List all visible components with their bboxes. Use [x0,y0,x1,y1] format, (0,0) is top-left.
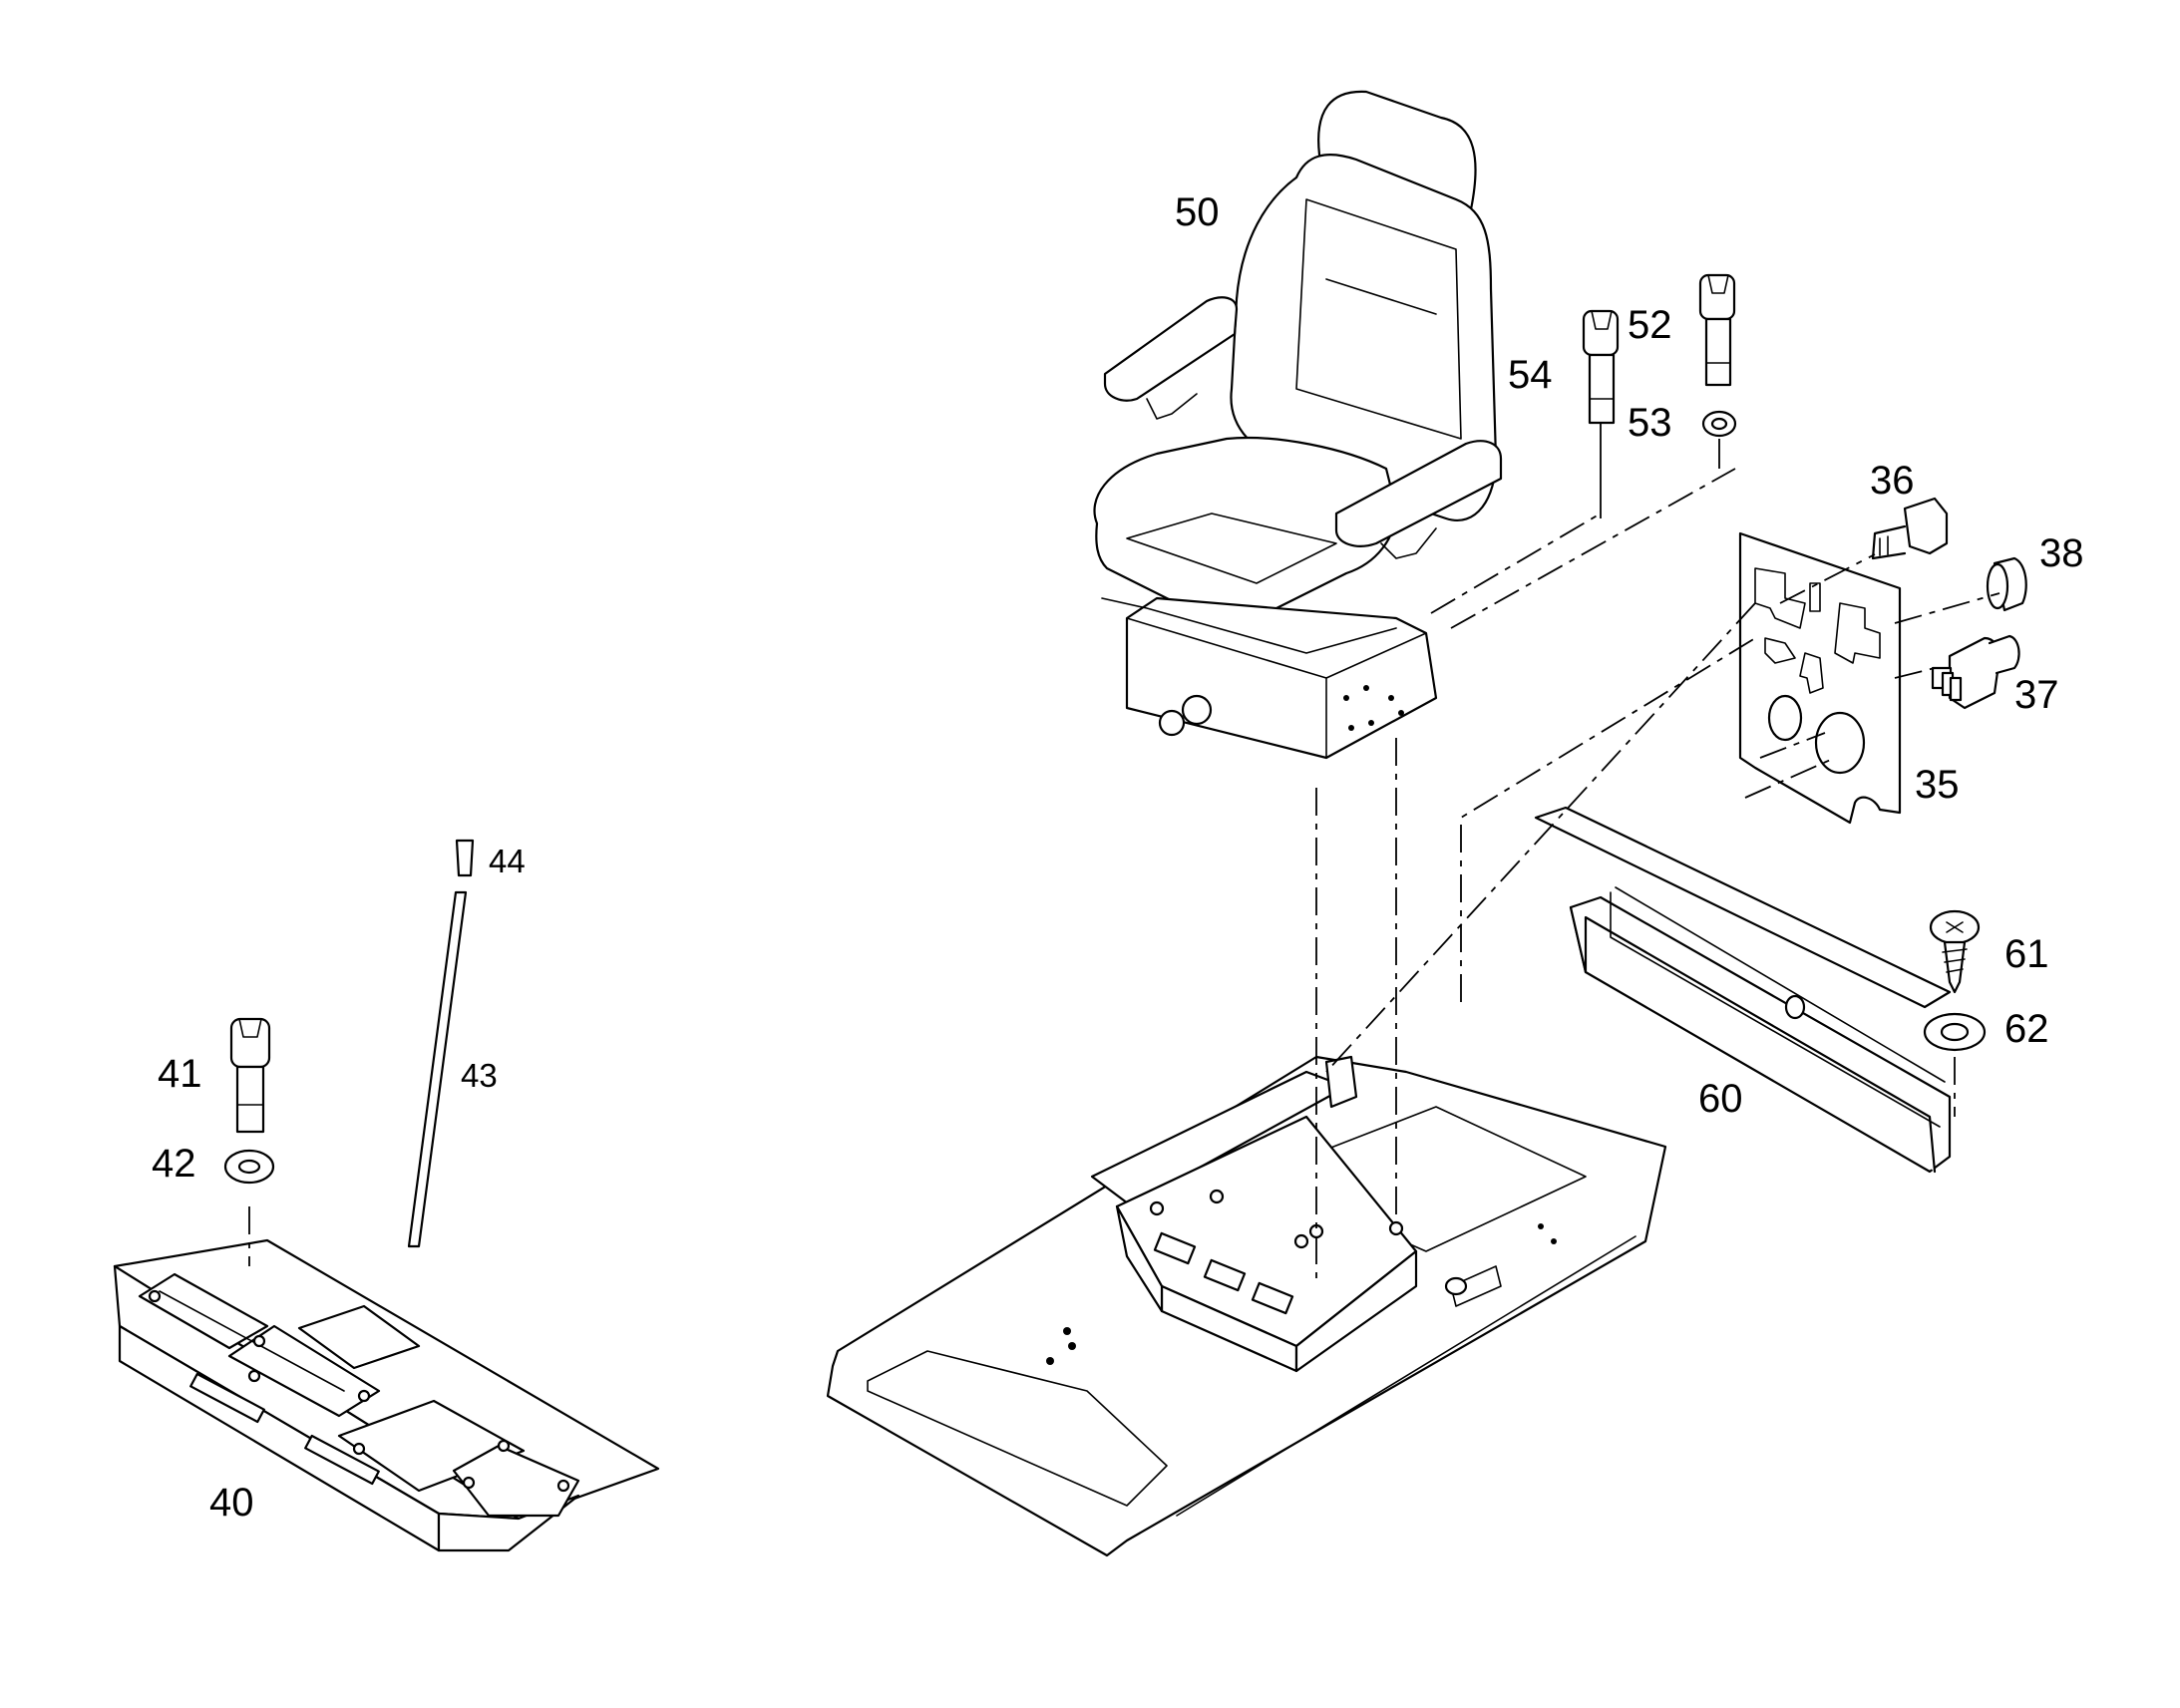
knob-44 [455,839,475,877]
channel-cover-strip [1534,806,1952,1009]
bolt-54 [1582,309,1620,425]
bracket-plate-35 [1738,531,1902,825]
label-61: 61 [2004,932,2049,976]
pedal-plate [138,1272,269,1350]
bolt-41 [229,1017,271,1134]
screw-61 [1929,909,1981,994]
rod-43 [407,890,468,1248]
label-42: 42 [152,1142,196,1186]
label-43: 43 [461,1057,498,1094]
label-36: 36 [1870,459,1915,503]
channel-60 [1534,806,1952,1174]
washer-42 [223,1149,275,1185]
label-53: 53 [1628,401,1672,445]
fitting-37 [1931,634,2020,710]
seat-adjust-knob [1181,694,1213,726]
label-41: 41 [158,1052,202,1096]
label-35: 35 [1915,763,1960,807]
part-labels: 50 52 54 53 36 38 37 35 61 62 60 44 43 4… [152,190,2084,1525]
plug-38 [1986,556,2027,612]
seat-assembly [1093,90,1503,760]
label-44: 44 [489,843,526,879]
floor-console-box [1090,1055,1418,1373]
bolt-52 [1698,273,1736,387]
label-37: 37 [2014,673,2059,717]
assembly-lines [248,424,2000,1286]
label-62: 62 [2004,1007,2049,1051]
bolt-36 [1871,497,1949,560]
label-60: 60 [1698,1077,1743,1121]
seat-right-armrest [1334,440,1503,547]
pedal-housing-40 [113,1238,660,1552]
washer-62 [1923,1012,1987,1052]
label-38: 38 [2039,531,2084,575]
washer-53 [1701,410,1737,438]
label-50: 50 [1175,190,1220,234]
label-52: 52 [1628,303,1672,347]
label-54: 54 [1508,353,1553,397]
seat-left-armrest [1103,296,1239,402]
label-40: 40 [209,1481,254,1525]
